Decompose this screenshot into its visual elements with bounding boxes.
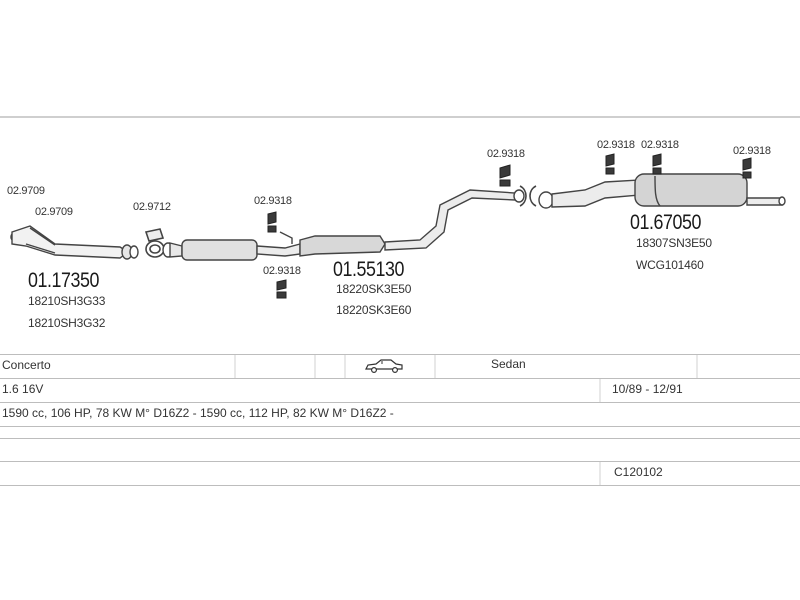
body-type-cell: Sedan — [491, 357, 526, 371]
clamp-code-a: 02.9709 — [7, 185, 45, 197]
hanger-code-5: 02.9318 — [641, 139, 679, 151]
gasket-part — [144, 228, 165, 258]
front-pipe-part — [11, 225, 139, 260]
middle-silencer-oem-1: 18220SK3E50 — [336, 282, 412, 296]
front-pipe-oem-2: 18210SH3G32 — [28, 316, 106, 330]
front-pipe-oem-1: 18210SH3G33 — [28, 294, 106, 308]
clamp-arc-part — [519, 185, 537, 207]
rear-silencer-part — [538, 173, 786, 209]
front-pipe-number: 01.17350 — [28, 269, 100, 292]
sedan-car-icon — [364, 358, 404, 374]
hanger-part — [267, 153, 752, 299]
hanger-code-3: 02.9318 — [487, 148, 525, 160]
model-cell: Concerto — [2, 358, 51, 372]
hanger-code-6: 02.9318 — [733, 145, 771, 157]
rear-silencer-oem-2: WCG101460 — [636, 258, 704, 272]
rear-silencer-number: 01.67050 — [630, 211, 702, 234]
hanger-code-4: 02.9318 — [597, 139, 635, 151]
middle-silencer-number: 01.55130 — [333, 258, 405, 281]
middle-silencer-oem-2: 18220SK3E60 — [336, 303, 412, 317]
middle-silencer-part — [162, 189, 525, 261]
engine-cell: 1.6 16V — [2, 382, 44, 396]
clamp-code-b: 02.9709 — [35, 206, 73, 218]
hanger-code-1: 02.9318 — [254, 195, 292, 207]
years-cell: 10/89 - 12/91 — [612, 382, 683, 396]
gasket-code: 02.9712 — [133, 201, 171, 213]
specs-cell: 1590 cc, 106 HP, 78 KW M° D16Z2 - 1590 c… — [2, 406, 394, 420]
hanger-code-2: 02.9318 — [263, 265, 301, 277]
catalog-code-cell: C120102 — [614, 465, 663, 479]
rear-silencer-oem-1: 18307SN3E50 — [636, 236, 712, 250]
